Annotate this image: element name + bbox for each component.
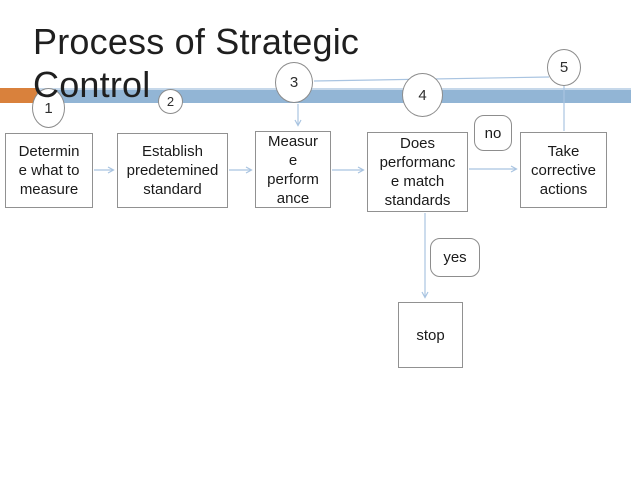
- decision-label-no: no: [474, 115, 512, 151]
- flow-box-take-corrective-actions: Take corrective actions: [520, 132, 607, 208]
- step-marker-5: 5: [547, 49, 581, 86]
- accent-bar-blue: [37, 88, 631, 103]
- step-marker-1: 1: [32, 88, 65, 128]
- flow-box-determine-what-to-measure: Determin e what to measure: [5, 133, 93, 208]
- step-marker-2: 2: [158, 89, 183, 114]
- flow-box-measure-performance: Measur e perform ance: [255, 131, 331, 208]
- step-marker-3: 3: [275, 62, 313, 103]
- flow-box-establish-predetermined-standard: Establish predetemined standard: [117, 133, 228, 208]
- accent-bar-orange: [0, 88, 37, 103]
- step-marker-4: 4: [402, 73, 443, 117]
- slide-title: Process of Strategic Control: [33, 21, 360, 105]
- flow-box-does-performance-match-standards: Does performanc e match standards: [367, 132, 468, 212]
- flow-box-stop: stop: [398, 302, 463, 368]
- decision-label-yes: yes: [430, 238, 480, 277]
